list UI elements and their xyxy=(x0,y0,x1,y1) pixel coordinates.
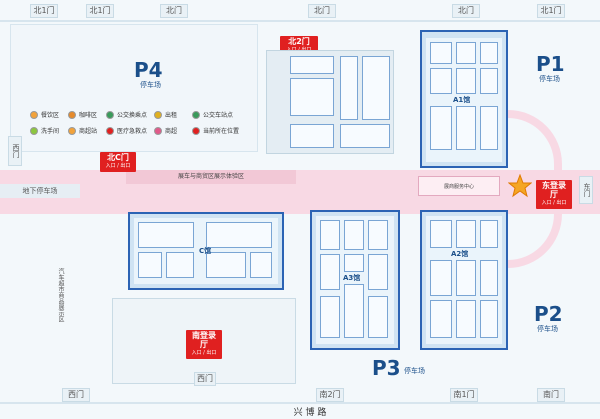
booth xyxy=(480,260,498,296)
booth xyxy=(290,78,334,116)
booth xyxy=(206,252,246,278)
underground-parking: 地下停车场 xyxy=(0,184,80,198)
booth xyxy=(166,252,194,278)
parking-p3-label: P3 xyxy=(372,356,401,380)
north-boundary xyxy=(0,20,600,22)
legend-coffee: 咖啡区 xyxy=(68,110,97,119)
coffee-icon xyxy=(68,110,76,119)
legend-bus-transfer: 公交换乘点 xyxy=(106,110,147,119)
gate-east[interactable]: 东门 xyxy=(579,176,593,204)
booth xyxy=(456,42,476,64)
legend-restroom: 洗手间 xyxy=(30,126,59,135)
parking-p2-label: P2 xyxy=(534,302,563,326)
legend-dining: 餐饮区 xyxy=(30,110,59,119)
hall-a2-label: A2馆 xyxy=(451,250,469,258)
legend-shop-station: 商超站 xyxy=(68,126,97,135)
booth xyxy=(368,220,388,250)
booth xyxy=(250,252,272,278)
gate-north-5[interactable]: 北门 xyxy=(452,4,480,18)
parking-p1-label: P1 xyxy=(536,52,565,76)
parking-p4-area xyxy=(10,24,258,152)
booth xyxy=(138,252,162,278)
location-pin-icon xyxy=(192,126,200,135)
legend-taxi: 出租 xyxy=(154,110,177,119)
parking-p1-sub: 停车场 xyxy=(539,75,560,83)
booth xyxy=(430,220,452,248)
booth xyxy=(368,254,388,290)
booth xyxy=(456,68,476,94)
booth xyxy=(344,284,364,338)
parking-p4-sub: 停车场 xyxy=(140,81,161,89)
corridor-label: 展车与商贸区展示体验区 xyxy=(126,170,296,184)
current-location-star-icon xyxy=(508,174,532,198)
booth xyxy=(430,260,452,296)
shop-icon xyxy=(154,126,162,135)
bus-transfer-icon xyxy=(106,110,114,119)
shop-station-icon xyxy=(68,126,76,135)
booth xyxy=(368,296,388,338)
hall-c-label: C馆 xyxy=(199,247,212,255)
booth xyxy=(456,106,476,150)
booth xyxy=(430,68,452,94)
booth xyxy=(290,124,334,148)
booth xyxy=(320,296,340,338)
gate-south-5[interactable]: 南门 xyxy=(537,388,565,402)
first-aid-icon xyxy=(106,126,114,135)
legend-first-aid: 医疗急救点 xyxy=(106,126,147,135)
booth xyxy=(456,220,476,248)
south-registration-hall[interactable]: 南登录厅 入口 / 出口 xyxy=(186,330,222,359)
main-corridor xyxy=(0,170,600,214)
legend-current-location: 当前所在位置 xyxy=(192,126,239,135)
gate-south-4[interactable]: 南1门 xyxy=(450,388,478,402)
booth xyxy=(430,300,452,338)
booth xyxy=(480,300,498,338)
parking-p2-sub: 停车场 xyxy=(537,325,558,333)
gate-north-4[interactable]: 北门 xyxy=(308,4,336,18)
gate-north-2[interactable]: 北1门 xyxy=(86,4,114,18)
booth xyxy=(320,254,340,290)
booth xyxy=(320,220,340,250)
booth xyxy=(430,106,452,150)
booth xyxy=(340,124,390,148)
legend-bus-stop: 公交车站点 xyxy=(192,110,233,119)
road-name: 兴 博 路 xyxy=(293,408,327,418)
booth xyxy=(480,220,498,248)
gate-north-3[interactable]: 北门 xyxy=(160,4,188,18)
gate-south-1[interactable]: 西门 xyxy=(62,388,90,402)
booth xyxy=(456,300,476,338)
gate-west[interactable]: 西门 xyxy=(8,136,22,166)
booth xyxy=(430,42,452,64)
west-area-text: 汽车超市商品展示区 xyxy=(57,268,64,322)
booth xyxy=(138,222,194,248)
booth xyxy=(456,260,476,296)
east-registration-hall[interactable]: 东登录厅 入口 / 出口 xyxy=(536,180,572,209)
restroom-icon xyxy=(30,126,38,135)
gate-north-1[interactable]: 北1门 xyxy=(30,4,58,18)
northc-gate-label[interactable]: 北C门 入口 / 出口 xyxy=(100,152,136,172)
parking-p4-label: P4 xyxy=(134,58,163,82)
hall-a1-label: A1馆 xyxy=(453,96,471,104)
parking-p3-sub: 停车场 xyxy=(404,367,425,375)
booth xyxy=(480,106,498,150)
service-center: 展商服务中心 xyxy=(418,176,500,196)
south-boundary xyxy=(0,402,600,404)
gate-south-3[interactable]: 南2门 xyxy=(316,388,344,402)
bus-stop-icon xyxy=(192,110,200,119)
hall-a3-label: A3馆 xyxy=(343,274,361,282)
booth xyxy=(362,56,390,120)
booth xyxy=(344,254,364,272)
booth xyxy=(290,56,334,74)
legend-shop: 商超 xyxy=(154,126,177,135)
booth xyxy=(480,42,498,64)
booth xyxy=(480,68,498,94)
booth xyxy=(344,220,364,250)
dining-icon xyxy=(30,110,38,119)
booth xyxy=(206,222,272,248)
booth xyxy=(340,56,358,120)
gate-north-6[interactable]: 北1门 xyxy=(537,4,565,18)
taxi-icon xyxy=(154,110,162,119)
gate-south-2[interactable]: 西门 xyxy=(194,372,216,386)
